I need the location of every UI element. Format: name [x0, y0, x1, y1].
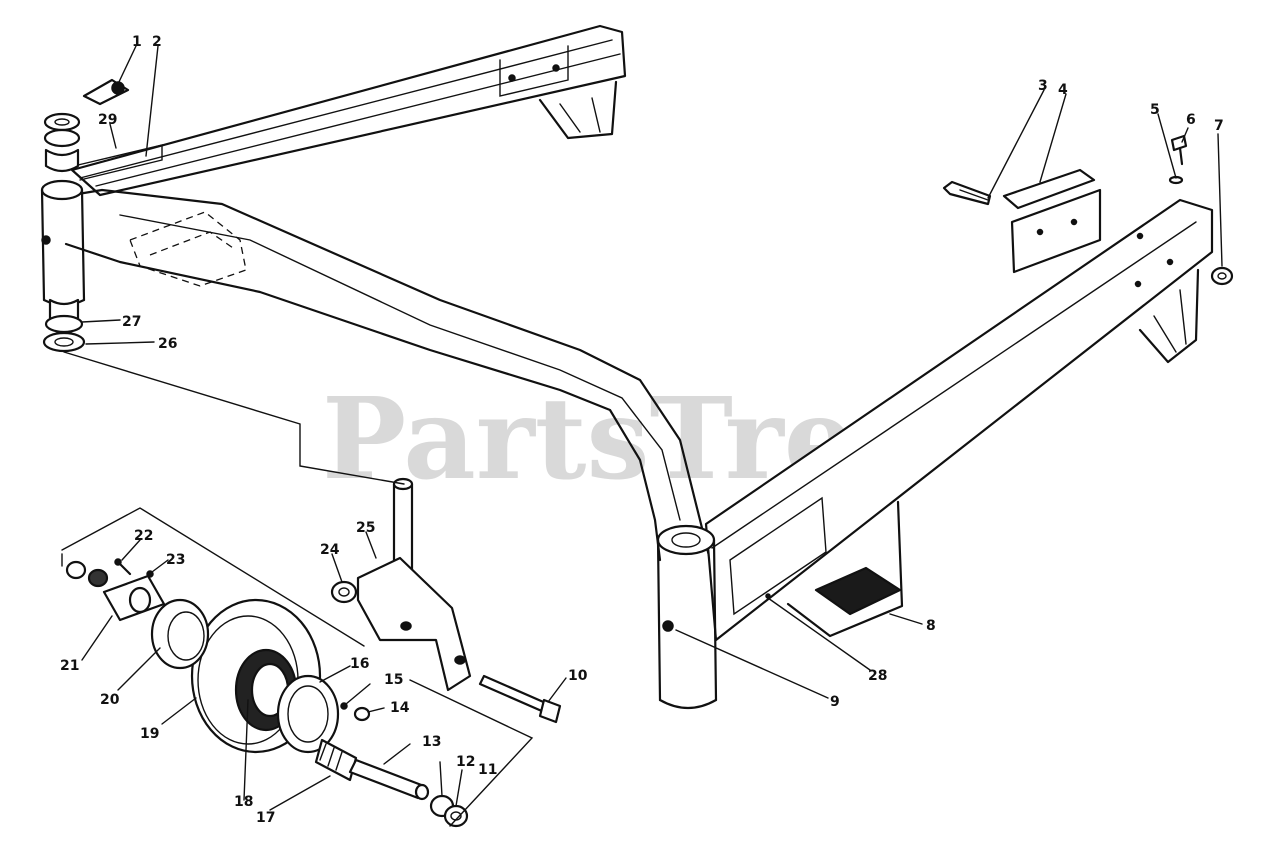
callout-20[interactable]: 20: [100, 692, 120, 708]
part-22[interactable]: [114, 558, 132, 576]
part-17[interactable]: [314, 738, 358, 782]
part-11[interactable]: [443, 804, 469, 828]
part-9[interactable]: [662, 620, 674, 632]
part-20[interactable]: [150, 598, 210, 670]
callout-14[interactable]: 14: [390, 700, 410, 716]
callout-4[interactable]: 4: [1058, 82, 1068, 98]
part-8[interactable]: [786, 500, 904, 638]
callout-19[interactable]: 19: [140, 726, 159, 742]
callout-25[interactable]: 25: [356, 520, 375, 536]
part-7[interactable]: [1210, 266, 1234, 286]
part-27[interactable]: [44, 298, 84, 334]
reference-lines: [61, 351, 534, 827]
part-13[interactable]: [348, 758, 430, 801]
callout-12[interactable]: 12: [456, 754, 475, 770]
part-26[interactable]: [42, 331, 86, 353]
callout-15[interactable]: 15: [384, 672, 403, 688]
callout-21[interactable]: 21: [60, 658, 79, 674]
part-10[interactable]: [478, 674, 562, 724]
part-29[interactable]: [43, 112, 81, 173]
callout-22[interactable]: 22: [134, 528, 153, 544]
callout-17[interactable]: 17: [256, 810, 275, 826]
leader-lines: [81, 45, 1223, 811]
callout-7[interactable]: 7: [1214, 118, 1224, 134]
callout-27[interactable]: 27: [122, 314, 141, 330]
part-6[interactable]: [1170, 134, 1188, 166]
callout-28[interactable]: 28: [868, 668, 887, 684]
callout-9[interactable]: 9: [830, 694, 840, 710]
part-washer-left: [65, 560, 109, 588]
callout-29[interactable]: 29: [98, 112, 117, 128]
main-frame: [40, 24, 1214, 710]
callout-11[interactable]: 11: [478, 762, 497, 778]
callout-8[interactable]: 8: [926, 618, 936, 634]
callout-6[interactable]: 6: [1186, 112, 1196, 128]
callout-2[interactable]: 2: [152, 34, 162, 50]
callout-1[interactable]: 1: [132, 34, 142, 50]
part-4[interactable]: [1002, 168, 1102, 274]
callout-5[interactable]: 5: [1150, 102, 1160, 118]
callout-3[interactable]: 3: [1038, 78, 1048, 94]
part-24[interactable]: [330, 580, 358, 604]
callout-23[interactable]: 23: [166, 552, 185, 568]
callout-13[interactable]: 13: [422, 734, 441, 750]
callout-18[interactable]: 18: [234, 794, 253, 810]
part-25[interactable]: [356, 477, 472, 692]
callout-26[interactable]: 26: [158, 336, 177, 352]
part-16[interactable]: [276, 674, 340, 754]
callout-16[interactable]: 16: [350, 656, 369, 672]
callout-labels: 1 2 3 4 5 6 7 8 9 10 11 12 13 14 15 16 1…: [60, 34, 1224, 826]
part-21[interactable]: [102, 574, 166, 622]
part-23[interactable]: [146, 570, 154, 578]
callout-10[interactable]: 10: [568, 668, 588, 684]
part-3[interactable]: [942, 180, 992, 206]
part-1[interactable]: [82, 78, 130, 106]
callout-24[interactable]: 24: [320, 542, 340, 558]
part-2[interactable]: [77, 144, 163, 181]
part-15[interactable]: [340, 702, 348, 710]
part-14[interactable]: [353, 706, 371, 722]
